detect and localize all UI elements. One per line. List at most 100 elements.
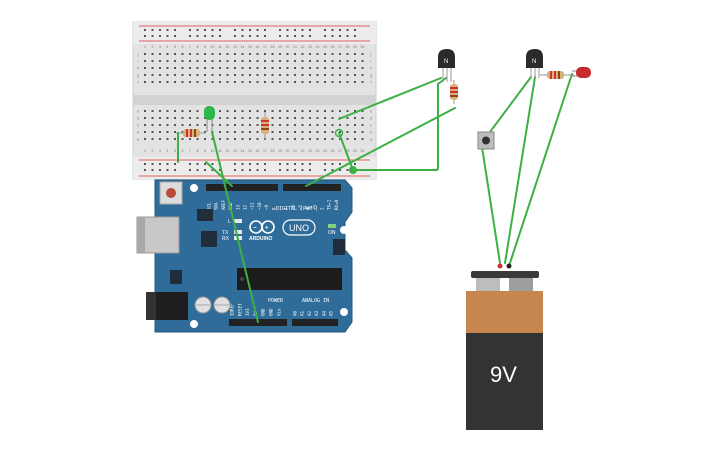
breadboard-hole[interactable]	[324, 74, 326, 76]
rail-hole[interactable]	[211, 35, 214, 37]
breadboard-hole[interactable]	[286, 67, 289, 69]
breadboard-hole[interactable]	[256, 81, 259, 83]
breadboard-hole[interactable]	[309, 67, 311, 69]
breadboard-hole[interactable]	[361, 124, 364, 126]
breadboard-hole[interactable]	[354, 110, 356, 112]
rail-hole[interactable]	[324, 29, 326, 31]
breadboard-hole[interactable]	[196, 53, 199, 55]
rail-hole[interactable]	[174, 163, 176, 165]
breadboard-hole[interactable]	[204, 60, 206, 62]
breadboard-hole[interactable]	[309, 124, 311, 126]
rail-hole[interactable]	[249, 29, 251, 31]
rail-hole[interactable]	[256, 35, 259, 37]
breadboard-hole[interactable]	[271, 110, 274, 112]
rail-hole[interactable]	[256, 163, 259, 165]
breadboard-hole[interactable]	[324, 81, 326, 83]
breadboard-hole[interactable]	[361, 138, 364, 140]
breadboard-hole[interactable]	[294, 131, 296, 133]
breadboard-hole[interactable]	[271, 60, 274, 62]
breadboard-hole[interactable]	[219, 117, 221, 119]
breadboard-hole[interactable]	[361, 117, 364, 119]
breadboard-hole[interactable]	[301, 124, 304, 126]
breadboard-hole[interactable]	[249, 74, 251, 76]
breadboard-hole[interactable]	[324, 138, 326, 140]
rail-hole[interactable]	[189, 169, 191, 171]
breadboard-hole[interactable]	[271, 124, 274, 126]
breadboard-hole[interactable]	[159, 117, 161, 119]
breadboard-hole[interactable]	[331, 60, 334, 62]
breadboard-hole[interactable]	[301, 138, 304, 140]
breadboard-hole[interactable]	[189, 53, 191, 55]
breadboard-hole[interactable]	[286, 74, 289, 76]
breadboard-holes[interactable]	[144, 29, 364, 171]
rail-hole[interactable]	[286, 169, 289, 171]
rail-hole[interactable]	[249, 169, 251, 171]
breadboard-hole[interactable]	[324, 124, 326, 126]
breadboard-hole[interactable]	[354, 124, 356, 126]
rail-hole[interactable]	[256, 169, 259, 171]
push-button[interactable]	[477, 131, 495, 150]
breadboard-hole[interactable]	[166, 138, 169, 140]
breadboard-hole[interactable]	[211, 60, 214, 62]
breadboard-hole[interactable]	[354, 131, 356, 133]
rail-hole[interactable]	[196, 169, 199, 171]
breadboard-hole[interactable]	[144, 131, 146, 133]
rail-hole[interactable]	[144, 169, 146, 171]
breadboard-hole[interactable]	[234, 117, 236, 119]
breadboard-hole[interactable]	[309, 53, 311, 55]
breadboard-hole[interactable]	[301, 110, 304, 112]
transistor-left[interactable]: N	[438, 49, 455, 82]
breadboard-hole[interactable]	[211, 74, 214, 76]
breadboard-hole[interactable]	[286, 60, 289, 62]
breadboard-hole[interactable]	[256, 131, 259, 133]
breadboard-hole[interactable]	[316, 67, 319, 69]
breadboard-hole[interactable]	[211, 81, 214, 83]
breadboard-hole[interactable]	[159, 138, 161, 140]
breadboard-hole[interactable]	[211, 67, 214, 69]
breadboard-hole[interactable]	[181, 81, 184, 83]
breadboard-hole[interactable]	[249, 117, 251, 119]
breadboard-hole[interactable]	[309, 117, 311, 119]
breadboard-hole[interactable]	[166, 110, 169, 112]
breadboard-hole[interactable]	[151, 60, 154, 62]
breadboard-hole[interactable]	[181, 124, 184, 126]
rail-hole[interactable]	[301, 169, 304, 171]
rail-hole[interactable]	[151, 35, 154, 37]
breadboard-hole[interactable]	[294, 124, 296, 126]
breadboard-hole[interactable]	[144, 117, 146, 119]
transistor-right[interactable]: N	[526, 49, 543, 78]
breadboard-hole[interactable]	[196, 74, 199, 76]
breadboard-hole[interactable]	[166, 81, 169, 83]
breadboard-hole[interactable]	[346, 60, 349, 62]
rail-hole[interactable]	[151, 169, 154, 171]
breadboard-hole[interactable]	[286, 81, 289, 83]
breadboard-hole[interactable]	[279, 74, 281, 76]
breadboard-hole[interactable]	[166, 117, 169, 119]
breadboard-hole[interactable]	[249, 60, 251, 62]
rail-hole[interactable]	[249, 163, 251, 165]
breadboard-hole[interactable]	[294, 138, 296, 140]
rail-hole[interactable]	[196, 29, 199, 31]
breadboard-hole[interactable]	[151, 117, 154, 119]
breadboard-hole[interactable]	[294, 74, 296, 76]
rail-hole[interactable]	[166, 29, 169, 31]
rail-hole[interactable]	[174, 169, 176, 171]
breadboard-hole[interactable]	[241, 110, 244, 112]
breadboard-hole[interactable]	[144, 74, 146, 76]
breadboard-hole[interactable]	[204, 74, 206, 76]
breadboard-hole[interactable]	[354, 81, 356, 83]
breadboard-hole[interactable]	[196, 110, 199, 112]
breadboard-hole[interactable]	[234, 131, 236, 133]
breadboard-hole[interactable]	[271, 138, 274, 140]
rail-hole[interactable]	[166, 163, 169, 165]
breadboard-hole[interactable]	[219, 67, 221, 69]
breadboard-hole[interactable]	[234, 81, 236, 83]
breadboard-hole[interactable]	[151, 53, 154, 55]
breadboard-hole[interactable]	[271, 67, 274, 69]
rail-hole[interactable]	[331, 169, 334, 171]
rail-hole[interactable]	[144, 35, 146, 37]
breadboard-hole[interactable]	[361, 81, 364, 83]
breadboard-hole[interactable]	[309, 138, 311, 140]
breadboard-hole[interactable]	[309, 131, 311, 133]
